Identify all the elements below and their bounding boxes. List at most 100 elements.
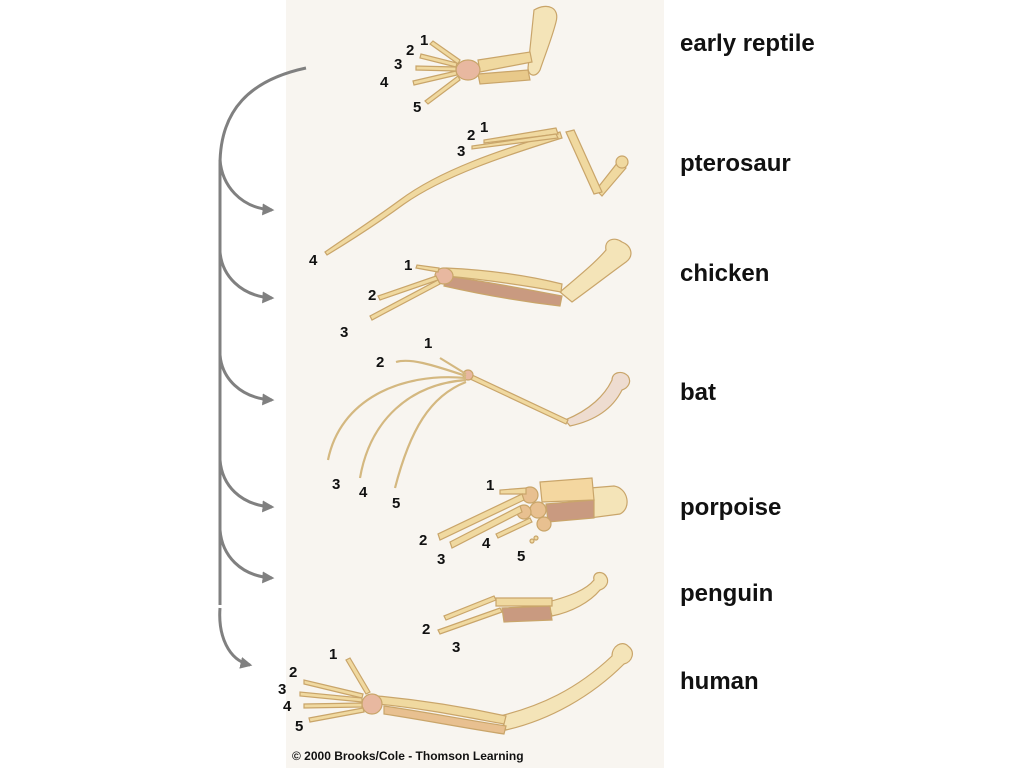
finger-bone xyxy=(415,65,457,72)
wing-finger-bone xyxy=(324,131,563,256)
forearm-bone xyxy=(477,51,533,73)
digit-label: 1 xyxy=(486,477,494,494)
arrow-chicken xyxy=(218,251,275,304)
human-limb xyxy=(299,643,633,735)
digit-label: 2 xyxy=(422,621,430,638)
finger-bone xyxy=(495,517,533,539)
finger-bone xyxy=(308,707,365,723)
humerus-bone xyxy=(564,371,631,427)
digit-label: 2 xyxy=(419,532,427,549)
forearm-bone xyxy=(377,695,507,725)
digit-label: 5 xyxy=(517,548,525,565)
bat-digit-labels: 1 2 3 4 5 xyxy=(332,335,432,512)
arrow-penguin xyxy=(218,529,275,584)
digit-label: 3 xyxy=(332,476,340,493)
carpal-bones xyxy=(536,516,552,532)
arrow-pterosaur xyxy=(218,159,275,216)
finger-bone xyxy=(299,691,363,703)
digit-label: 1 xyxy=(404,257,412,274)
wing-finger-bone xyxy=(326,376,467,461)
digit-label: 3 xyxy=(340,324,348,341)
porpoise-limb xyxy=(437,477,628,549)
label-porpoise: porpoise xyxy=(680,494,782,521)
label-pterosaur: pterosaur xyxy=(680,150,791,177)
humerus-bone xyxy=(589,485,628,519)
carpal-bones xyxy=(455,59,481,81)
forearm-bone xyxy=(545,499,595,523)
digit-label: 1 xyxy=(424,335,432,352)
forearm-bone xyxy=(495,597,553,607)
humerus-bone xyxy=(527,5,558,76)
finger-bone xyxy=(437,607,503,635)
chicken-digit-labels: 1 2 3 xyxy=(340,257,412,341)
digit-label: 2 xyxy=(368,287,376,304)
finger-bone xyxy=(369,279,441,321)
bat-limb xyxy=(326,357,631,489)
forearm-bone xyxy=(443,275,563,307)
wing-finger-bone xyxy=(393,380,467,489)
digit-label: 1 xyxy=(480,119,488,136)
label-penguin: penguin xyxy=(680,580,774,607)
arrow-porpoise xyxy=(218,459,275,513)
forearm-bone xyxy=(445,267,563,293)
digit-label: 4 xyxy=(380,74,389,91)
finger-bone xyxy=(345,657,371,695)
carpal-bones xyxy=(361,693,383,715)
label-human: human xyxy=(680,668,759,695)
finger-bone xyxy=(437,493,525,541)
illustration-background xyxy=(286,0,664,768)
label-early-reptile: early reptile xyxy=(680,30,815,57)
humerus-bone xyxy=(547,571,609,617)
forearm-bone xyxy=(477,69,531,85)
early-reptile-digit-labels: 1 2 3 4 5 xyxy=(380,32,428,116)
digit-label: 3 xyxy=(452,639,460,656)
finger-bone xyxy=(429,40,461,65)
digit-label: 2 xyxy=(467,127,475,144)
forearm-bone xyxy=(501,605,553,623)
finger-bone xyxy=(483,127,559,144)
digit-label: 4 xyxy=(482,535,491,552)
phylogeny-arrows xyxy=(218,66,307,669)
digit-label: 4 xyxy=(309,252,318,269)
penguin-limb xyxy=(437,571,609,635)
finger-bone xyxy=(415,264,440,273)
digit-label: 2 xyxy=(376,354,384,371)
digit-label: 1 xyxy=(420,32,428,49)
digit-label: 3 xyxy=(457,143,465,160)
chicken-limb xyxy=(369,238,632,321)
humerus-bone xyxy=(595,161,627,197)
label-chicken: chicken xyxy=(680,260,770,287)
finger-bone xyxy=(303,702,363,709)
digit-label: 5 xyxy=(392,495,400,512)
carpal-bones xyxy=(529,501,547,519)
humerus-bone xyxy=(499,643,633,731)
finger-bone xyxy=(529,538,535,544)
finger-bone xyxy=(412,70,458,86)
label-bat: bat xyxy=(680,379,716,406)
finger-bone xyxy=(499,487,527,495)
digit-label: 3 xyxy=(394,56,402,73)
digit-label: 3 xyxy=(437,551,445,568)
arrow-human xyxy=(218,607,253,669)
humerus-bone xyxy=(559,238,632,303)
penguin-digit-labels: 2 3 xyxy=(422,621,460,656)
digit-label: 2 xyxy=(289,664,297,681)
finger-bone xyxy=(424,75,461,105)
wing-finger-bone xyxy=(439,357,467,375)
digit-label: 5 xyxy=(413,99,421,116)
wing-finger-bone xyxy=(395,359,467,378)
digit-label: 1 xyxy=(329,646,337,663)
forearm-bone xyxy=(383,705,507,735)
digit-label: 4 xyxy=(283,698,292,715)
digit-label: 2 xyxy=(406,42,414,59)
humerus-head xyxy=(615,155,629,169)
pterosaur-digit-labels: 1 2 3 4 xyxy=(309,119,488,269)
digit-label: 4 xyxy=(359,484,368,501)
pterosaur-limb xyxy=(324,127,629,256)
trunk-line xyxy=(218,66,307,605)
early-reptile-limb xyxy=(412,5,558,105)
forearm-bone xyxy=(565,129,603,195)
finger-bone xyxy=(471,133,559,150)
porpoise-digit-labels: 1 2 3 4 5 xyxy=(419,477,525,568)
